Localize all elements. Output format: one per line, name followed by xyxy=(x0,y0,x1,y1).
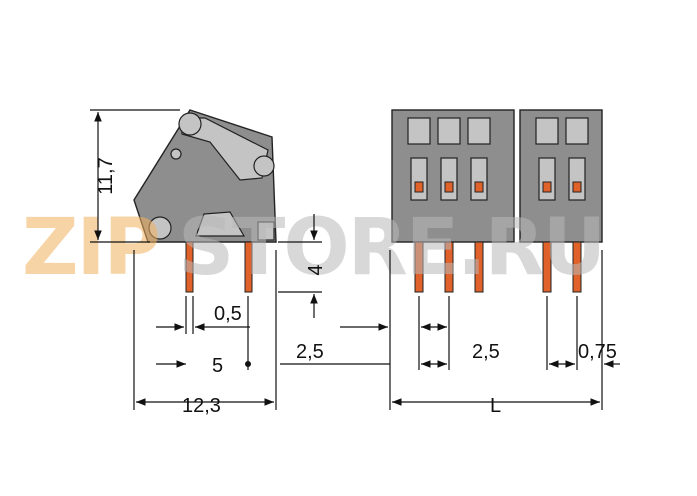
side-pin-1 xyxy=(185,241,194,293)
slot-4 xyxy=(538,157,556,201)
side-hole-small xyxy=(170,148,182,160)
label-pitch-left: 2,5 xyxy=(296,341,324,363)
side-view xyxy=(133,109,277,293)
front-pin-2 xyxy=(444,241,454,293)
window-5 xyxy=(565,117,589,145)
side-hole-top xyxy=(178,112,202,136)
label-depth: 12,3 xyxy=(182,395,221,417)
watermark-part1: ZIP xyxy=(22,203,159,293)
front-pin-1 xyxy=(414,241,424,293)
label-pin-width: 0,5 xyxy=(214,303,242,325)
clamp-5 xyxy=(572,181,582,193)
side-pin-2 xyxy=(244,241,253,293)
label-length: L xyxy=(490,395,501,417)
dimension-labels: 11,7 4 0,5 5 2,5 2,5 0,75 12,3 L xyxy=(95,157,617,417)
label-height: 11,7 xyxy=(95,157,117,194)
window-1 xyxy=(407,117,431,145)
clamp-3 xyxy=(474,181,484,193)
clamp-2 xyxy=(444,181,454,193)
label-edge: 0,75 xyxy=(578,341,617,363)
watermark: ZIP STORE.RU xyxy=(22,203,606,293)
side-hole-right xyxy=(253,155,275,177)
front-pin-5 xyxy=(572,241,582,293)
label-pin-length: 4 xyxy=(305,264,327,275)
front-pin-3 xyxy=(474,241,484,293)
window-2 xyxy=(437,117,461,145)
label-pitch: 2,5 xyxy=(472,341,500,363)
side-slot xyxy=(195,211,246,237)
window-4 xyxy=(535,117,559,145)
slot-5 xyxy=(568,157,586,201)
side-foot xyxy=(257,221,275,241)
clamp-4 xyxy=(542,181,552,193)
window-3 xyxy=(467,117,491,145)
slot-1 xyxy=(410,157,428,201)
front-pin-4 xyxy=(542,241,552,293)
side-hole-bottom xyxy=(148,216,172,240)
slot-3 xyxy=(470,157,488,201)
watermark-part2: STORE.RU xyxy=(178,203,604,293)
dimension-lines xyxy=(90,109,620,410)
side-lever xyxy=(181,117,269,181)
slot-2 xyxy=(440,157,458,201)
label-pin-offset: 5 xyxy=(212,355,223,377)
front-view xyxy=(391,109,603,293)
clamp-1 xyxy=(414,181,424,193)
